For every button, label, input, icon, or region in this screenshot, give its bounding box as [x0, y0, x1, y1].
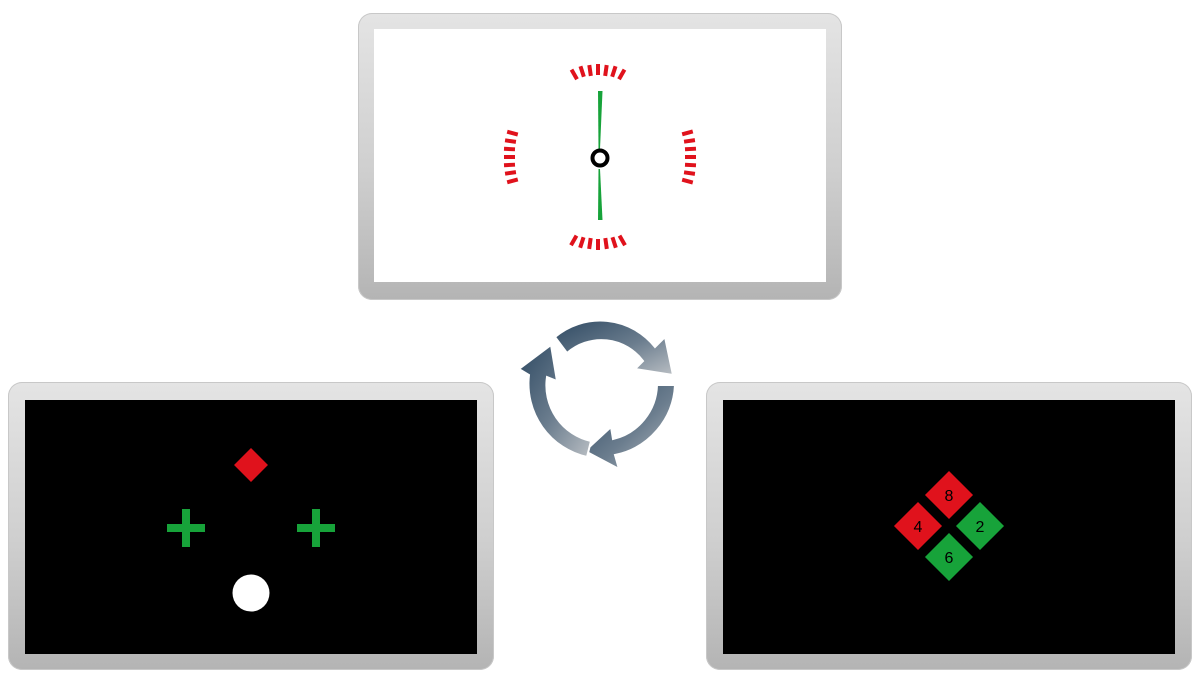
- cycle-arrows-icon: [517, 319, 677, 471]
- screen-right: 8 4 2 6: [723, 400, 1175, 654]
- diamond-tile-8: 8: [924, 470, 974, 520]
- right-stimulus: 8 4 2 6: [893, 470, 1005, 582]
- white-dot-icon: [232, 574, 270, 612]
- screen-left: [25, 400, 477, 654]
- diamond-label-8: 8: [945, 488, 954, 505]
- red-tick-arc-right-icon: [681, 129, 697, 185]
- cycle-arrow-1-icon: [553, 319, 675, 377]
- monitor-right: 8 4 2 6: [706, 382, 1192, 670]
- screen-top: [374, 29, 826, 282]
- green-plus-left-icon: [167, 509, 205, 547]
- ring-icon: [590, 148, 610, 168]
- red-tick-arc-left-icon: [503, 129, 519, 185]
- diamond-label-6: 6: [945, 550, 954, 567]
- green-needle-lower-icon: [598, 169, 603, 220]
- green-plus-right-icon: [297, 509, 335, 547]
- monitor-top: [358, 13, 842, 300]
- diamond-tile-6: 6: [924, 532, 974, 582]
- red-diamond-icon: [234, 448, 268, 482]
- diamond-label-2: 2: [976, 519, 985, 536]
- diamond-label-4: 4: [914, 519, 923, 536]
- cycle-arrow-2-icon: [583, 384, 677, 471]
- diamond-tile-2: 2: [955, 501, 1005, 551]
- red-tick-arc-top-icon: [569, 64, 627, 81]
- top-stimulus: [503, 64, 697, 250]
- monitor-left: [8, 382, 494, 670]
- diamond-tile-4: 4: [893, 501, 943, 551]
- red-tick-arc-bottom-icon: [569, 234, 627, 250]
- cycle-arrow-3-icon: [517, 343, 593, 459]
- green-needle-upper-icon: [598, 91, 603, 149]
- left-stimulus: [167, 448, 335, 612]
